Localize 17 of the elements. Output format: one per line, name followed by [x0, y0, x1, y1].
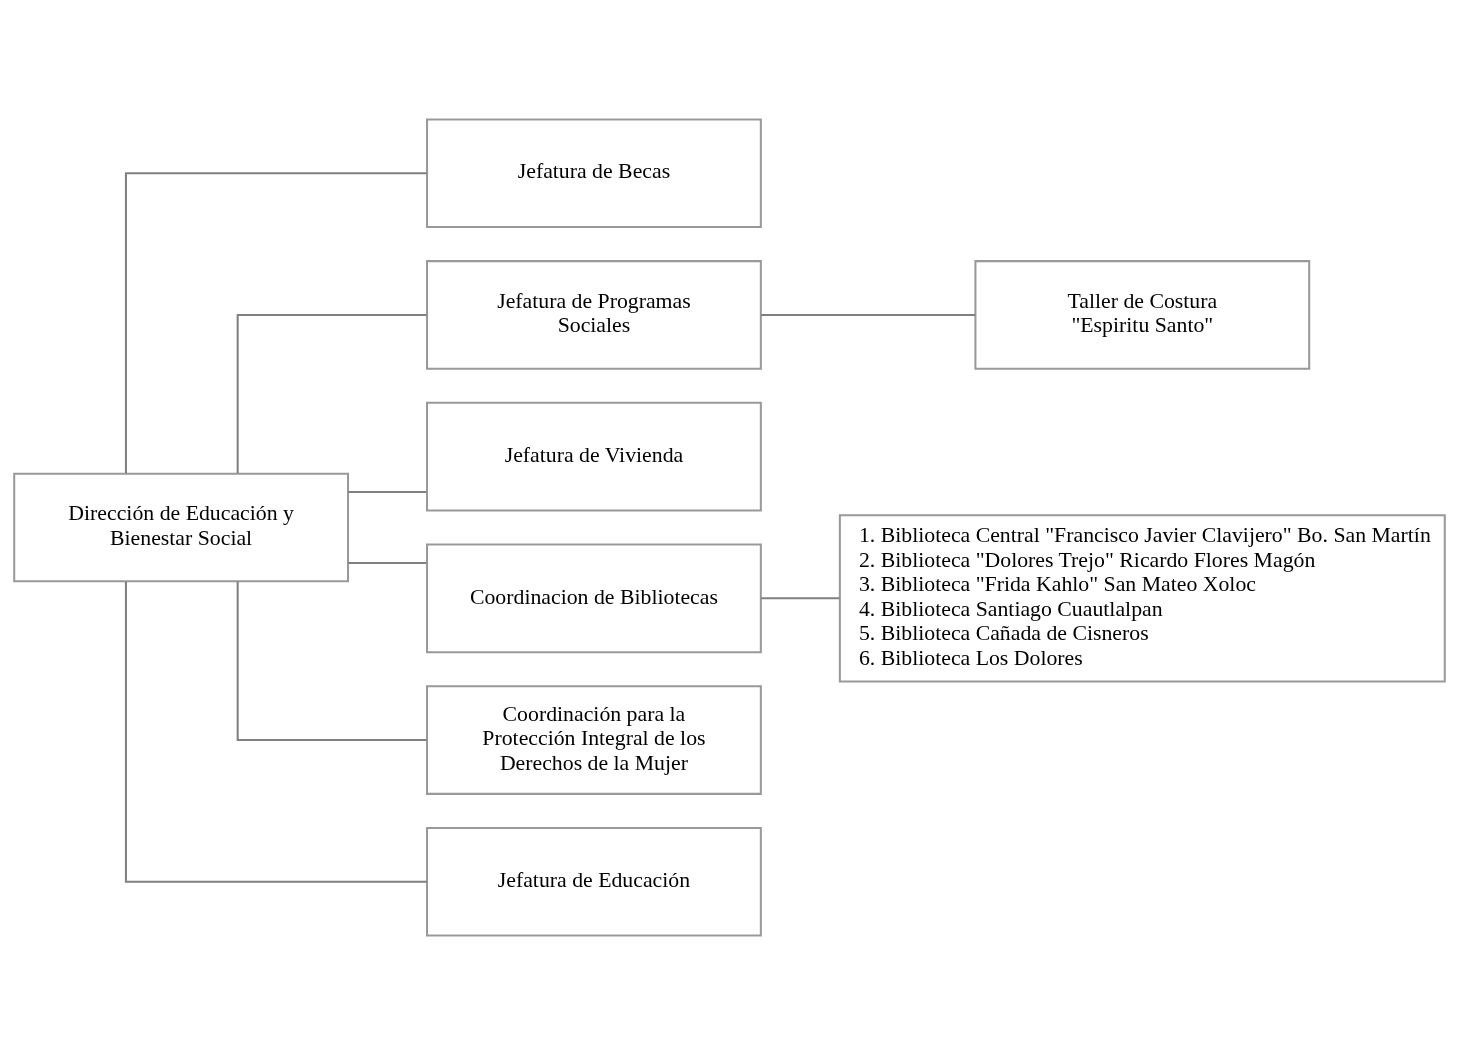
connector [236, 581, 427, 741]
node-box: Jefatura de Vivienda [426, 401, 762, 511]
connector [761, 596, 840, 599]
node-box: Dirección de Educación y Bienestar Social [13, 472, 350, 582]
connector [348, 561, 427, 564]
connector [761, 313, 976, 316]
connector [236, 313, 427, 473]
node-box: Coordinacion de Bibliotecas [426, 543, 762, 653]
node-box: Jefatura de Becas [426, 117, 762, 228]
node-box: Jefatura de Programas Sociales [426, 259, 762, 370]
connector [348, 490, 427, 493]
node-box: 1. Biblioteca Central "Francisco Javier Clavijero" Bo. San Martín 2. Biblioteca "Dolores Trejo" Ricardo Flores Magón 3. Biblioteca "Frida Kahlo" San Mateo Xoloc 4. Biblioteca Santiago Cuautlalpan 5. Biblioteca Cañada de Cisneros 6. Biblioteca Los Dolores [838, 513, 1446, 682]
node-box: Coordinación para la Protección Integral de los Derechos de la Mujer [426, 684, 762, 795]
node-box: Taller de Costura "Espiritu Santo" [974, 259, 1311, 370]
connector [124, 171, 427, 473]
connector [124, 581, 427, 883]
node-box: Jefatura de Educación [426, 826, 762, 937]
